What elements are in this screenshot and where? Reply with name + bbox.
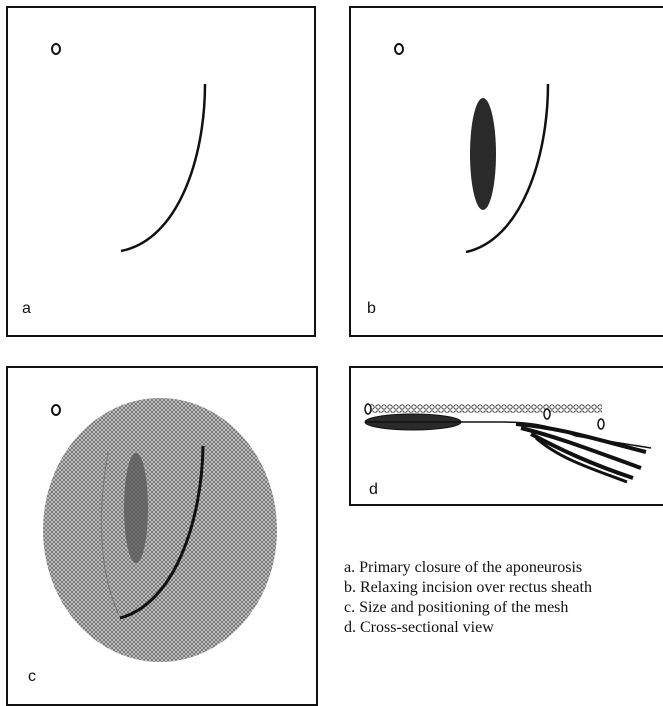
mesh — [43, 398, 277, 662]
relaxing-incision — [124, 453, 148, 563]
panel-b: b — [349, 6, 663, 337]
relaxing-incision — [470, 98, 496, 210]
mesh-end-marker — [544, 409, 550, 419]
panel-b-label: b — [367, 300, 376, 318]
panel-c-label: c — [28, 668, 36, 686]
panel-d-label: d — [369, 481, 378, 499]
umbilicus-marker — [395, 44, 403, 54]
figure-legend: a. Primary closure of the aponeurosis b.… — [344, 558, 592, 638]
mesh-strip — [367, 404, 602, 413]
umbilicus-marker — [52, 405, 60, 415]
umbilicus-marker — [52, 44, 60, 54]
legend-item-b: b. Relaxing incision over rectus sheath — [344, 578, 592, 598]
panel-a-label: a — [22, 300, 31, 318]
muscle-layer — [531, 434, 633, 478]
panel-c-drawing — [8, 368, 316, 704]
panel-c: c — [6, 366, 318, 706]
panel-d: d — [349, 366, 663, 506]
mesh-end-marker — [598, 419, 604, 429]
panel-a-drawing — [8, 8, 314, 335]
legend-item-a: a. Primary closure of the aponeurosis — [344, 558, 592, 578]
mesh-end-marker — [365, 404, 371, 414]
panel-d-drawing — [351, 368, 663, 504]
legend-item-c: c. Size and positioning of the mesh — [344, 598, 592, 618]
closure-line — [121, 84, 205, 251]
panel-a: a — [6, 6, 316, 337]
panel-b-drawing — [351, 8, 663, 335]
legend-item-d: d. Cross-sectional view — [344, 618, 592, 638]
